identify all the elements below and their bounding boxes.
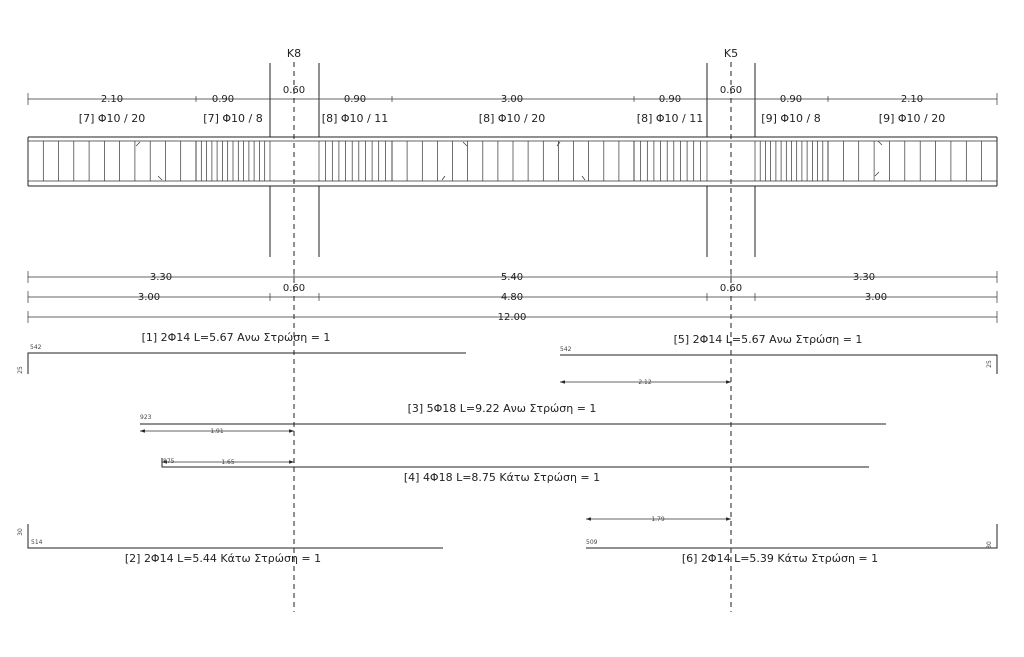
clear-dim-4-80: 4.80	[501, 292, 523, 303]
dim-0-90-c: 0.90	[659, 94, 681, 105]
bar-2-shape	[27, 524, 443, 549]
total-dim-12-00: 12.00	[498, 312, 527, 323]
stirrup-zone-label: [8] Φ10 / 11	[322, 112, 388, 125]
bar-4-label: [4] 4Φ18 L=8.75 Κάτω Στρώση = 1	[404, 471, 600, 484]
bar-3-length-mark: 923	[140, 414, 152, 421]
bar-4-shape	[161, 458, 869, 468]
dim-0-90-d: 0.90	[780, 94, 802, 105]
bar-5-anchor-dim: 2.12	[638, 379, 652, 386]
span-dim-3-30-left: 3.30	[150, 272, 172, 283]
bar-5-label: [5] 2Φ14 L=5.67 Ανω Στρώση = 1	[674, 333, 863, 346]
stirrup-zone-label: [7] Φ10 / 20	[79, 112, 145, 125]
stirrup-zone-label: [8] Φ10 / 11	[637, 112, 703, 125]
dim-2-10-right: 2.10	[901, 94, 923, 105]
beam-elevation	[27, 136, 998, 187]
column-k5-label: K5	[724, 47, 738, 60]
bar-5-shape	[560, 354, 998, 374]
dim-0-90-a: 0.90	[212, 94, 234, 105]
bar-6-label: [6] 2Φ14 L=5.39 Κάτω Στρώση = 1	[682, 552, 878, 565]
bar-2-length-mark: 514	[31, 539, 43, 546]
stirrup-zone-label: [8] Φ10 / 20	[479, 112, 545, 125]
bar-2-hook-mark: 30	[17, 528, 24, 536]
bar-5-length-mark: 542	[560, 346, 572, 353]
bar-5-hook-mark: 25	[986, 360, 993, 368]
bar-6-anchor-dim: 1.79	[651, 516, 665, 523]
stirrup-lines	[27, 141, 998, 181]
bar-1-label: [1] 2Φ14 L=5.67 Ανω Στρώση = 1	[142, 331, 331, 344]
bar-6-shape	[586, 524, 998, 549]
clear-span-dimension-line	[27, 291, 998, 303]
clear-dim-3-00-left: 3.00	[138, 292, 160, 303]
column-k8-label: K8	[287, 47, 301, 60]
dim-0-90-b: 0.90	[344, 94, 366, 105]
stirrup-zone-label: [9] Φ10 / 8	[761, 112, 820, 125]
clear-dim-0-60-k5: 0.60	[720, 283, 742, 294]
bar-6-hook-mark: 30	[986, 541, 993, 549]
clear-dim-0-60-k8: 0.60	[283, 283, 305, 294]
stirrup-zone-label: [9] Φ10 / 20	[879, 112, 945, 125]
bar-3-label: [3] 5Φ18 L=9.22 Ανω Στρώση = 1	[408, 402, 597, 415]
clear-dim-3-00-right: 3.00	[865, 292, 887, 303]
span-dim-5-40: 5.40	[501, 272, 523, 283]
dim-0-60-k8: 0.60	[283, 85, 305, 96]
span-dim-3-30-right: 3.30	[853, 272, 875, 283]
bar-1-length-mark: 542	[30, 344, 42, 351]
bar-3-anchor-dim: 1.91	[210, 428, 224, 435]
dim-0-60-k5: 0.60	[720, 85, 742, 96]
bar-4-length-mark: 875	[163, 458, 175, 465]
bar-6-length-mark: 509	[586, 539, 598, 546]
bar-2-label: [2] 2Φ14 L=5.44 Κάτω Στρώση = 1	[125, 552, 321, 565]
axis-span-dimension-line	[27, 271, 998, 283]
total-dimension-line	[27, 311, 998, 323]
dim-3-00-mid: 3.00	[501, 94, 523, 105]
bar-1-hook-mark: 25	[17, 366, 24, 374]
stirrup-zone-label: [7] Φ10 / 8	[203, 112, 262, 125]
bar-1-shape	[27, 352, 466, 374]
bar-4-anchor-dim: 1.65	[221, 459, 235, 466]
dim-2-10-left: 2.10	[101, 94, 123, 105]
stirrup-dimension-line	[27, 93, 998, 105]
